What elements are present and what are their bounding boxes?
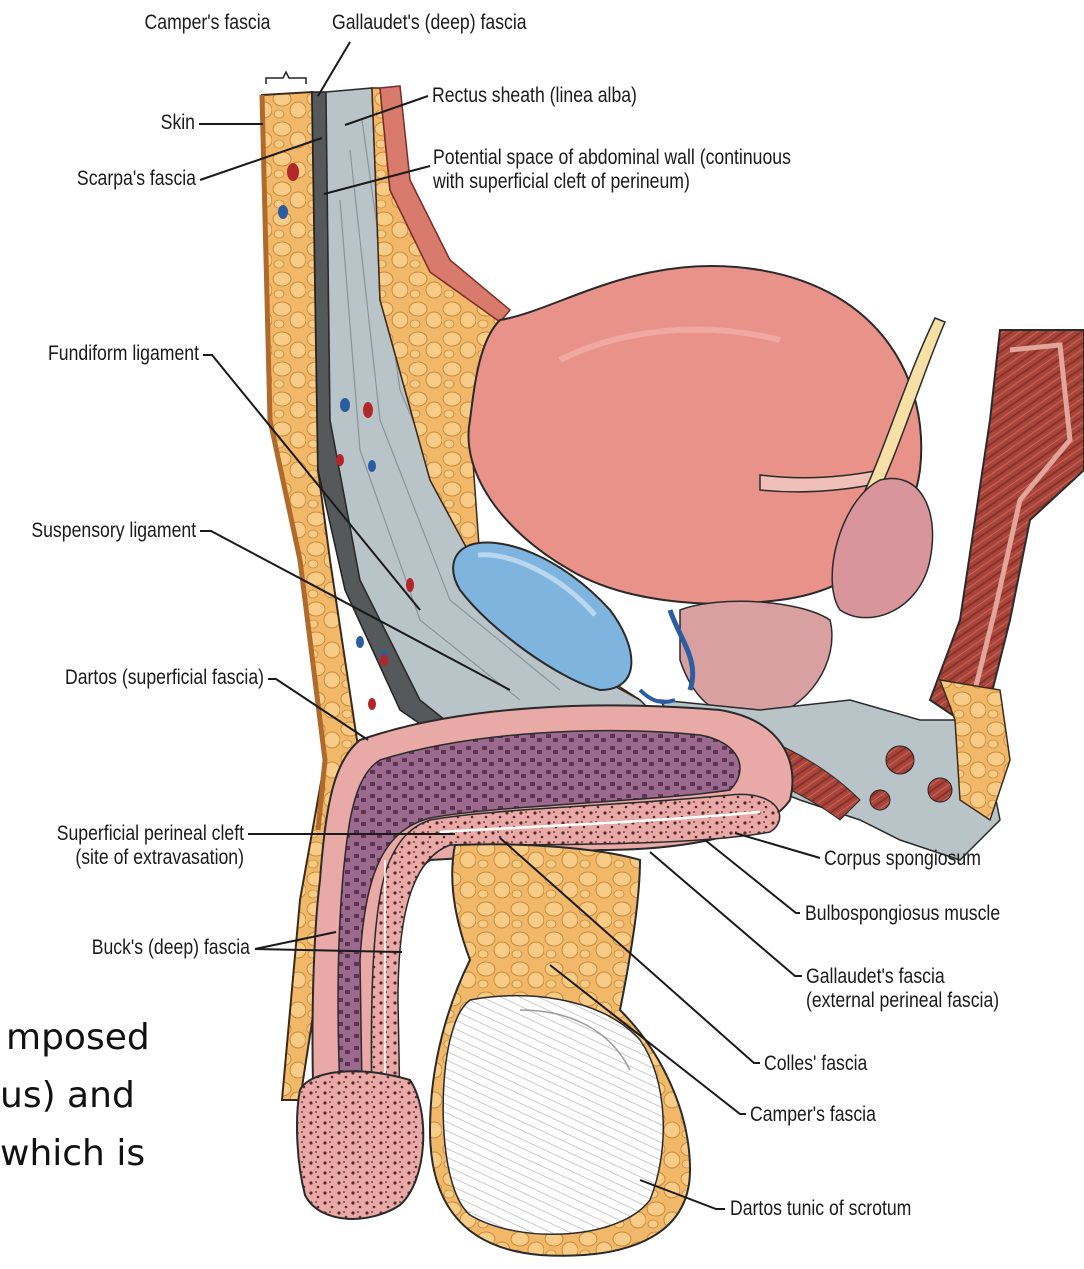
leader-dartos	[268, 679, 368, 740]
label-scarpas-fascia: Scarpa's fascia	[65, 167, 196, 191]
label-campers-fascia-top: Camper's fascia	[142, 11, 272, 35]
slide-text-line-2: us) and	[0, 1074, 135, 1117]
label-fundiform-ligament: Fundiform ligament	[32, 342, 199, 366]
leader-bucks-1	[255, 932, 336, 949]
label-dartos-superficial-fascia: Dartos (superficial fascia)	[42, 666, 264, 690]
label-colles-fascia: Colles' fascia	[764, 1052, 867, 1076]
label-gallaudets-fascia-line2: (external perineal fascia)	[806, 989, 999, 1013]
slide-text-line-3: which is	[0, 1132, 145, 1175]
leader-gallaudets-fascia	[650, 852, 802, 976]
label-rectus-sheath: Rectus sheath (linea alba)	[432, 84, 637, 108]
leader-corpus-spongiosum	[735, 833, 820, 858]
label-gallaudets-deep-fascia: Gallaudet's (deep) fascia	[332, 11, 527, 35]
label-corpus-spongiosum: Corpus spongiosum	[824, 847, 981, 871]
leader-dartos-tunic	[640, 1180, 725, 1209]
leader-bucks-2	[255, 949, 402, 952]
label-dartos-tunic: Dartos tunic of scrotum	[730, 1197, 911, 1221]
label-potential-space-line2: with superficial cleft of perineum)	[433, 170, 690, 194]
leader-campers-bottom	[550, 965, 746, 1114]
leader-scarpas	[200, 138, 322, 180]
leader-rectus-sheath	[345, 96, 428, 125]
slide-text-line-1: mposed	[6, 1016, 150, 1059]
leader-bulbospongiosus	[705, 840, 800, 913]
leader-fundiform	[203, 355, 420, 610]
label-bulbospongiosus-muscle: Bulbospongiosus muscle	[805, 902, 1000, 926]
label-skin: Skin	[115, 111, 195, 135]
label-gallaudets-fascia-line1: Gallaudet's fascia	[806, 965, 945, 989]
label-bucks-deep-fascia: Buck's (deep) fascia	[40, 936, 250, 960]
label-potential-space-line1: Potential space of abdominal wall (conti…	[433, 146, 791, 170]
label-superficial-perineal-cleft-line2: (site of extravasation)	[39, 846, 244, 870]
leader-colles	[500, 838, 760, 1063]
label-campers-fascia-bottom: Camper's fascia	[750, 1103, 876, 1127]
leader-potential-space	[324, 166, 430, 194]
leader-gallaudets-deep	[318, 42, 350, 96]
label-suspensory-ligament: Suspensory ligament	[31, 519, 196, 543]
label-superficial-perineal-cleft-line1: Superficial perineal cleft	[39, 822, 244, 846]
